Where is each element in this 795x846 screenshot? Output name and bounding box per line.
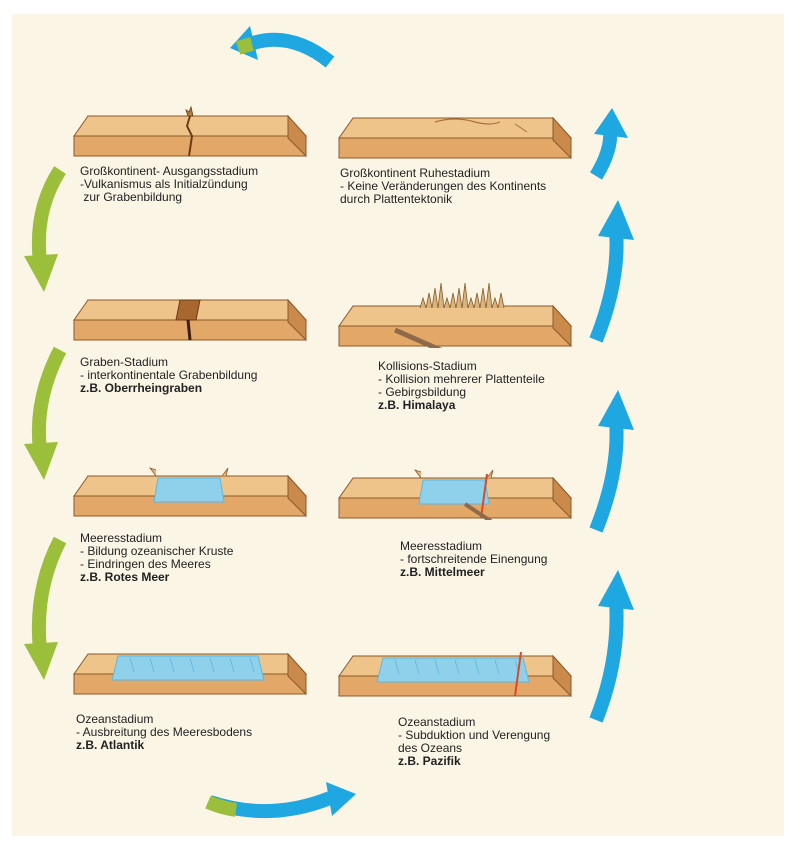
block-diagram-young-sea (70, 452, 310, 518)
rift-shoulder (487, 470, 493, 478)
block-diagram-subduction-ocean (335, 628, 575, 698)
sea-water (154, 478, 224, 502)
caption-example: z.B. Oberrheingraben (80, 382, 257, 395)
mountain-peak (426, 293, 432, 308)
left-arrow-2 (39, 350, 60, 450)
top-arrow (250, 40, 330, 62)
caption-grosskontinent-ausgang: Großkontinent- Ausgangsstadium -Vulkanis… (80, 165, 258, 204)
caption-meer-links: Meeresstadium - Bildung ozeanischer Krus… (80, 532, 233, 584)
mountain-peak (456, 288, 462, 308)
stage-graben (70, 278, 310, 347)
caption-graben: Graben-Stadium - interkontinentale Grabe… (80, 356, 257, 395)
block-diagram-collision (335, 268, 575, 348)
right-arrow-3-head (598, 200, 634, 240)
block-diagram-closing-sea (335, 450, 575, 520)
caption-example: z.B. Mittelmeer (400, 566, 547, 579)
block-diagram-continent-initial (70, 98, 310, 158)
caption-example: z.B. Pazifik (398, 755, 550, 768)
caption-meer-rechts: Meeresstadium - fortschreitende Einengun… (400, 540, 547, 579)
mountain-peak (444, 298, 450, 308)
rift-shoulder (150, 468, 156, 476)
ocean-water (112, 656, 264, 680)
crust-top-surface (339, 118, 571, 138)
block-diagram-rift-valley (70, 278, 310, 342)
stage-kollision (335, 268, 575, 353)
ocean-water (377, 658, 529, 682)
left-arrow-1 (39, 170, 60, 262)
caption-kollision: Kollisions-Stadium - Kollision mehrerer … (378, 360, 545, 412)
stage-meer-links (70, 452, 310, 523)
mountain-peak (438, 283, 444, 308)
rift-valley (176, 300, 200, 320)
left-arrow-3-head (24, 642, 58, 680)
stage-ozean-links (70, 630, 310, 701)
left-arrow-1-head (24, 254, 58, 292)
rift-fault (188, 320, 190, 340)
mountain-peak (480, 288, 486, 308)
caption-ozean-rechts: Ozeanstadium - Subduktion und Verengung … (398, 716, 550, 768)
caption-example: z.B. Himalaya (378, 399, 545, 412)
crust-front-face (339, 326, 571, 346)
rift-shoulder (222, 468, 228, 476)
left-arrow-2-head (24, 442, 58, 480)
right-arrow-1-head (598, 570, 634, 610)
right-arrow-2 (596, 420, 617, 530)
mountain-peak (450, 293, 456, 308)
caption-line: durch Plattentektonik (340, 193, 546, 206)
right-arrow-1 (596, 600, 617, 720)
mountain-peak (462, 283, 468, 308)
caption-grosskontinent-ruhe: Großkontinent Ruhestadium - Keine Veränd… (340, 167, 546, 206)
bottom-arrow-head (326, 782, 356, 816)
mountain-peak (486, 283, 492, 308)
mountain-peak (468, 298, 474, 308)
crust-front-face (339, 138, 571, 158)
caption-example: z.B. Atlantik (76, 739, 252, 752)
right-arrow-4-head (594, 108, 628, 138)
block-diagram-continent-rest (335, 100, 575, 160)
sea-water (419, 480, 489, 504)
right-arrow-2-head (598, 390, 634, 430)
stage-grosskontinent-ruhe (335, 100, 575, 165)
mountain-peak (474, 293, 480, 308)
caption-ozean-links: Ozeanstadium - Ausbreitung des Meeresbod… (76, 713, 252, 752)
right-arrow-4 (596, 130, 610, 176)
right-arrow-3 (596, 230, 617, 340)
mountain-peak (420, 298, 426, 308)
mountain-peak (492, 298, 498, 308)
stage-ozean-rechts (335, 628, 575, 703)
mountain-peak (432, 288, 438, 308)
top-arrow-tail (238, 44, 252, 48)
crust-top-surface (339, 306, 571, 326)
caption-line: zur Grabenbildung (80, 191, 258, 204)
block-diagram-wide-ocean (70, 630, 310, 696)
volcanic-bulge (186, 107, 193, 116)
bottom-arrow-tail (208, 802, 236, 810)
rift-shoulder (415, 470, 421, 478)
stage-grosskontinent-ausgang (70, 98, 310, 163)
stage-meer-rechts (335, 450, 575, 525)
caption-example: z.B. Rotes Meer (80, 571, 233, 584)
mountain-peak (498, 293, 504, 308)
left-arrow-3 (39, 540, 60, 650)
